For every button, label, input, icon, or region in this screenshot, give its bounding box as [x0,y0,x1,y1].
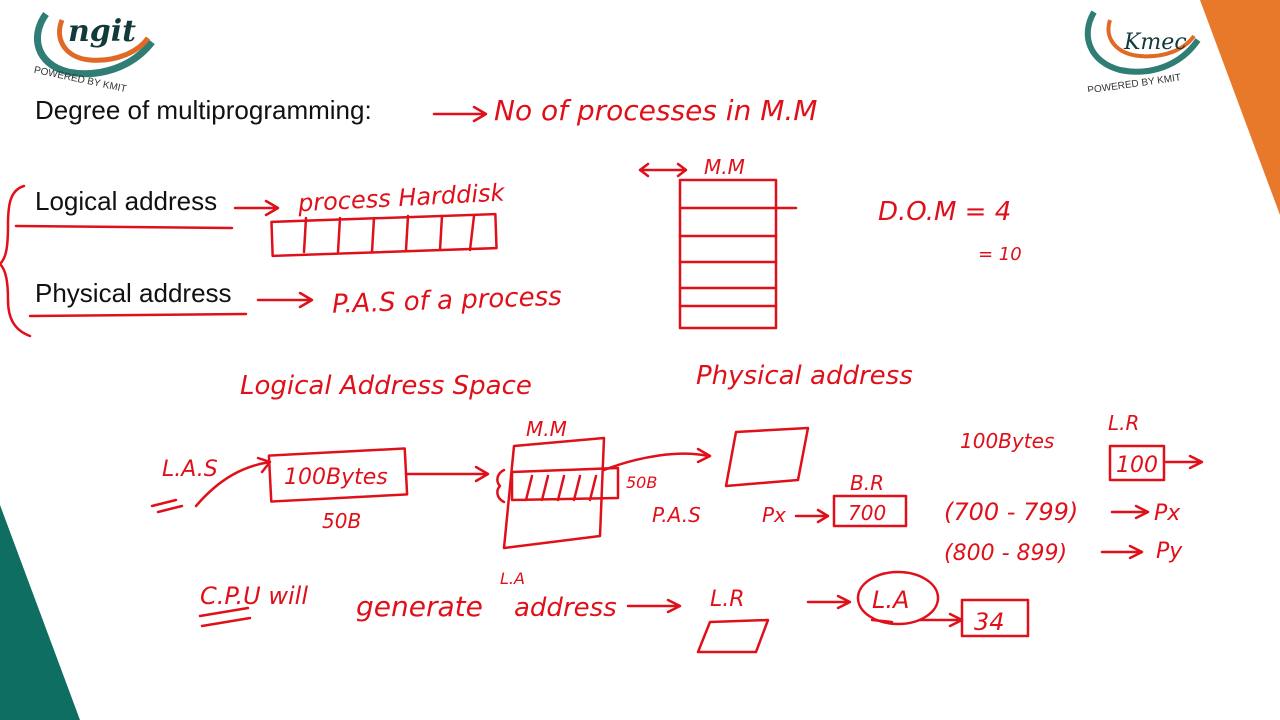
arrow-las-to-mm [404,465,490,483]
main-memory-dividers [678,206,798,308]
px-text: Px [762,503,786,527]
logical-address-label: Logical address [35,186,218,216]
limit-register-box [1108,444,1166,482]
base-register-box [832,494,908,528]
physical-title-text: Physical address [696,361,913,391]
las-ticks [150,498,184,514]
arrow-logical [233,199,280,217]
br-label-text: B.R [850,471,884,495]
harddisk-strip-dividers [302,214,476,254]
curly-brace [0,184,32,338]
cpu-underline [198,606,252,628]
la-circle [856,570,940,626]
no-of-processes-text: No of processes in M.M [494,94,817,127]
orange-corner-shape [1200,0,1280,215]
dom-text: D.O.M = 4 [878,197,1011,227]
physical-box [724,426,810,488]
range1-target-text: Px [1154,501,1181,526]
lr-bottom-box [696,618,770,654]
la-circle-underline [870,618,894,624]
teal-corner-shape [0,505,80,720]
arrow-degree [432,105,488,123]
lr-label-text: L.R [1108,411,1139,435]
box-34 [960,598,1030,638]
las-text: L.A.S [162,457,218,482]
las-title-text: Logical Address Space [240,371,532,401]
range2-text: (800 - 899) [944,541,1067,566]
double-arrow-mm [638,162,688,178]
kmec-logo-arcs: POWERED BY KMIT [1084,10,1201,92]
mm-brace [496,468,506,504]
physical-address-label: Physical address [35,278,232,308]
arrow-address-lr [626,598,682,614]
mm-middle-box [502,436,606,550]
la-circle-text: L.A [872,586,909,614]
arrow-to-physical [602,447,712,472]
ngit-wordmark: ngit [68,14,137,49]
hundred-bytes-text: 100Bytes [284,465,388,490]
cpu-text: C.P.U will [200,582,308,610]
address-text: address [514,593,617,623]
kmec-logo: POWERED BY KMIT Kmec [1080,6,1210,92]
arrow-range2 [1100,544,1144,560]
eq10-text: = 10 [978,244,1022,265]
underline-logical [14,224,234,230]
thirty-four-text: 34 [974,608,1005,636]
range2-target-text: Py [1156,539,1183,564]
mm-middle-block [510,466,620,502]
arrow-range1 [1110,504,1150,520]
arrow-physical [256,291,314,309]
lr-value-text: 100 [1116,453,1158,478]
process-harddisk-text: process Harddisk [296,178,506,217]
las-box [267,447,409,503]
range1-text: (700 - 799) [944,498,1078,526]
harddisk-strip [270,212,498,258]
br-value-text: 700 [848,501,886,525]
arrow-px-br [794,508,830,524]
fifty-b-right-text: 50B [626,473,657,492]
ngit-logo-arcs: POWERED BY KMIT [33,11,155,92]
pas-of-process-text: P.A.S of a process [332,282,563,320]
lr-bottom-text: L.R [710,587,745,612]
generate-text: generate [356,590,483,623]
arrow-lr-out [1164,454,1204,470]
kmec-wordmark: Kmec [1124,30,1187,55]
underline-physical [28,312,248,318]
arrow-las-in [194,456,272,508]
main-memory-stack [678,178,778,330]
ngit-logo: POWERED BY KMIT ngit [28,6,168,92]
arrow-lr-la [806,594,852,610]
fifty-b-text: 50B [322,509,361,533]
degree-of-multiprogramming-label: Degree of multiprogramming: [35,95,372,125]
mm-mid-text: M.M [526,417,567,441]
la-small-text: L.A [500,569,525,588]
pas-text: P.A.S [652,503,701,527]
mm-top-text: M.M [704,155,745,179]
hundred-bytes-right-text: 100Bytes [960,429,1054,453]
